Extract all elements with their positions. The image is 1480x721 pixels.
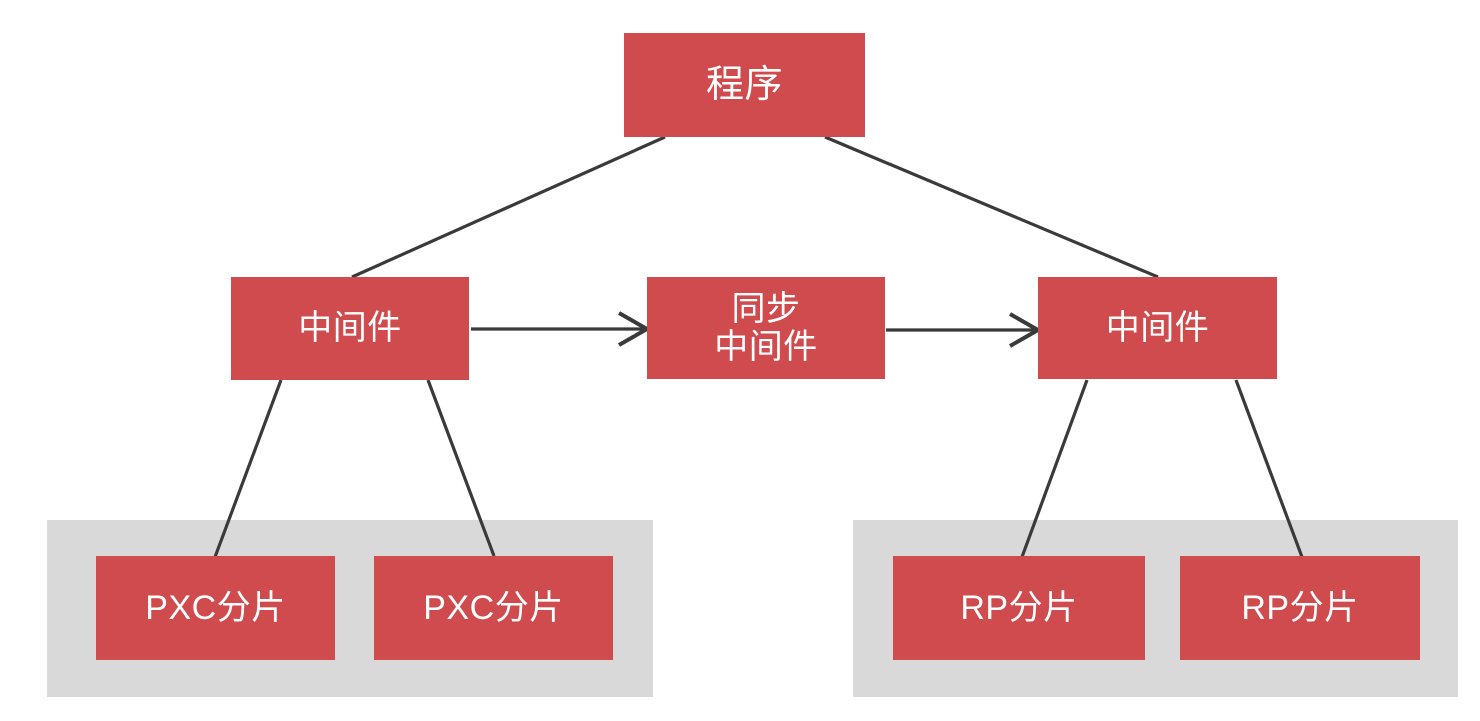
edge-middleware-left-to-sync-middleware — [471, 311, 652, 347]
node-middleware-right[interactable]: 中间件 — [1038, 277, 1277, 379]
arrowhead-icon — [1009, 312, 1043, 348]
node-pxc-shard-2[interactable]: PXC分片 — [374, 556, 613, 660]
edge-sync-middleware-to-middleware-right — [886, 312, 1043, 348]
node-program[interactable]: 程序 — [624, 33, 865, 137]
node-rp-shard-1[interactable]: RP分片 — [893, 556, 1145, 660]
node-middleware-left[interactable]: 中间件 — [231, 277, 469, 380]
edge-program-to-middleware-right — [824, 135, 1159, 279]
node-sync-middleware[interactable]: 同步 中间件 — [647, 277, 885, 379]
node-rp-shard-2[interactable]: RP分片 — [1180, 556, 1420, 660]
node-pxc-shard-1[interactable]: PXC分片 — [96, 556, 335, 660]
arrowhead-icon — [618, 311, 652, 347]
edge-program-to-middleware-left — [351, 135, 666, 279]
